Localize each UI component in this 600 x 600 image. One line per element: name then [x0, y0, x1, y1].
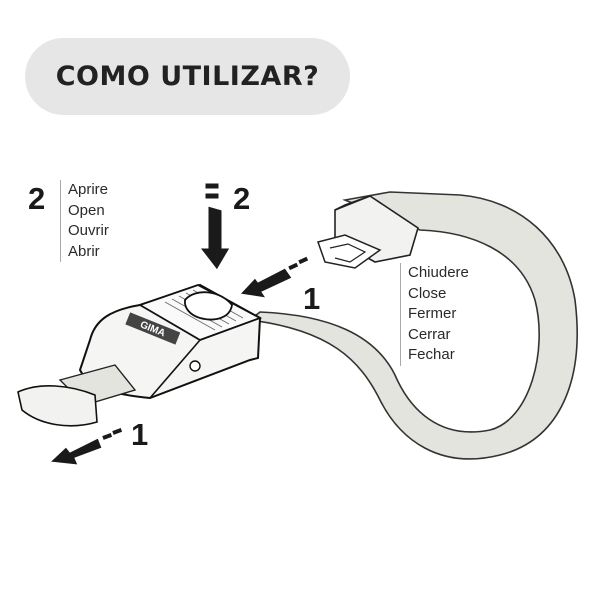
arrow-left-insert-icon [238, 255, 310, 299]
open-labels: Aprire Open Ouvrir Abrir [60, 180, 109, 262]
press-step-number: 2 [233, 181, 251, 216]
open-label-en: Open [68, 201, 105, 219]
close-label-it: Chiudere [408, 264, 469, 281]
arrow-left-pull-icon [48, 426, 124, 466]
open-label-fr: Ouvrir [68, 222, 109, 239]
pull-step-number: 1 [131, 417, 149, 452]
page-title: COMO UTILIZAR? [55, 61, 320, 92]
title-badge: COMO UTILIZAR? [25, 38, 350, 115]
strap-end-tab [17, 385, 98, 427]
close-label-pt: Fechar [408, 346, 455, 363]
strap [248, 191, 578, 460]
open-label-es: Abrir [68, 242, 100, 260]
close-label-fr: Fermer [408, 305, 457, 322]
close-labels: Chiudere Close Fermer Cerrar Fechar [400, 263, 469, 366]
close-label-es: Cerrar [408, 325, 451, 343]
close-label-en: Close [408, 284, 447, 302]
release-button [184, 291, 233, 321]
insert-step-number: 1 [303, 281, 321, 316]
open-step-number: 2 [28, 181, 46, 216]
open-label-it: Aprire [68, 181, 109, 198]
arrow-down-icon [198, 182, 231, 271]
